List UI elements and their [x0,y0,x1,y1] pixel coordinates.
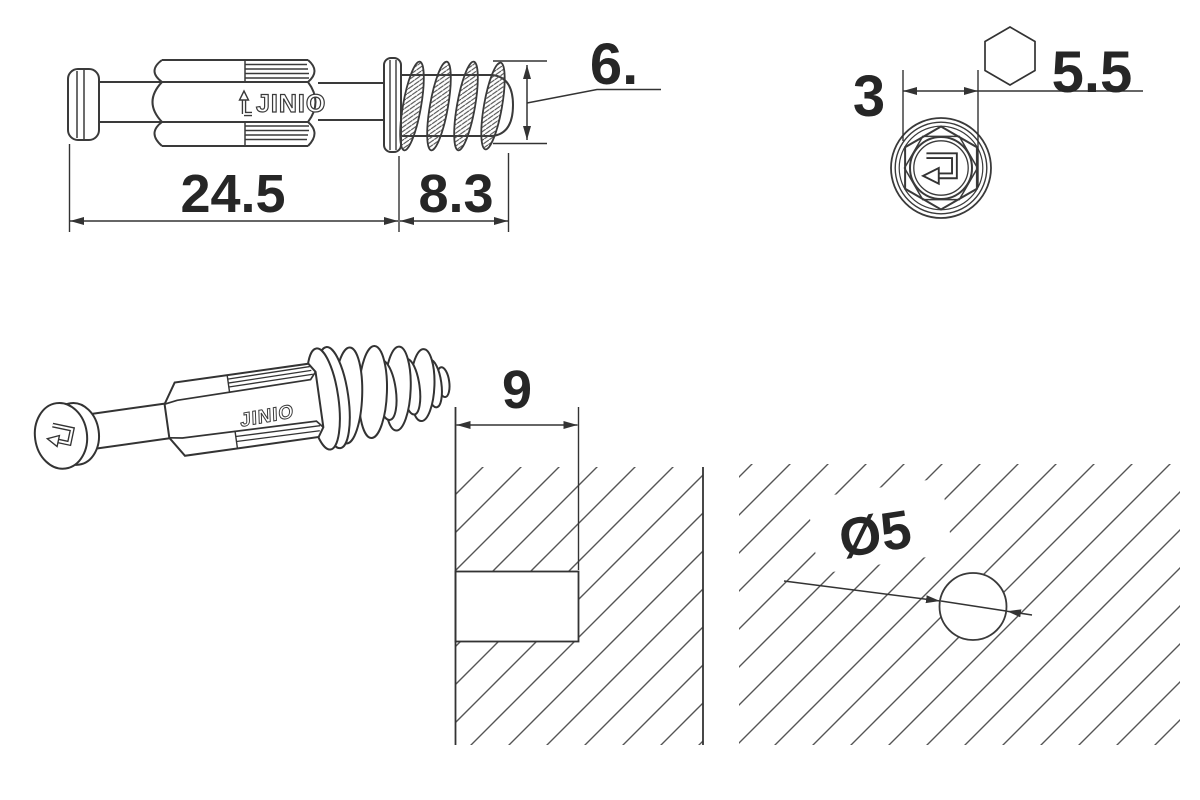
dowel-washer-side [383,57,402,153]
hex-key-icon [984,26,1036,86]
depth-section: 9 [454,360,704,745]
hex-socket-outline [904,125,978,211]
hex-socket-star [903,135,979,201]
brand-text-side: JINIO [256,90,326,118]
side-view: JINIO [67,57,515,153]
dim-label-thread-diameter: 6. [590,32,638,97]
dim-label-eccentric-offset: 3 [853,64,885,129]
hole-section: Ø5 [739,464,1180,745]
thread-crests [399,60,506,152]
drill-hole-section [454,570,580,643]
dowel-head-side [67,68,100,141]
body-ribs [244,60,309,146]
dim-label-hex-key-size: 5.5 [1052,40,1133,105]
dowel-shaft-side [99,81,308,123]
iso-hex-body: JINIO [163,362,325,457]
leader-6 [526,88,661,104]
dim-label-thread-length: 8.3 [418,164,493,224]
brand-logo-side: JINIO [238,89,326,119]
end-view [890,117,992,219]
side-view-dimensions [68,60,661,232]
iso-body-ribs [227,365,321,443]
dim-label-body-length: 24.5 [180,164,285,224]
iso-view: JINIO [33,345,451,470]
dowel-hex-body-side: JINIO [151,59,326,147]
dowel-thread-side [399,60,515,152]
end-view-dimensions [902,26,1143,187]
dim-label-hole-diameter: Ø5 [835,499,916,570]
dim-label-drilling-depth: 9 [502,360,532,420]
rotation-arrow-icon [923,156,954,184]
label-backdrop [806,477,954,575]
dim-hole-diameter [783,580,1033,618]
iso-head [33,401,101,470]
